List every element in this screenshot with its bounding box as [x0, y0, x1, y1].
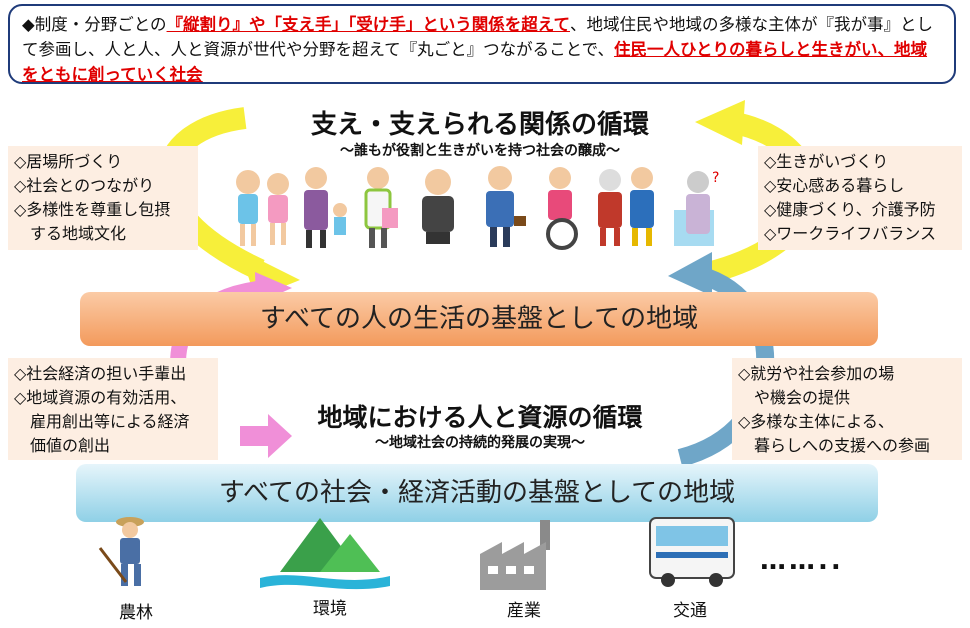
- lower-cycle-title: 地域における人と資源の循環: [317, 403, 643, 432]
- note-item: ◇ワークライフバランス: [764, 224, 936, 243]
- upper-cycle-subtitle: ～誰もが役割と生きがいを持つ社会の醸成～: [340, 143, 620, 159]
- svg-text:?: ?: [712, 170, 719, 186]
- intro-seg-1: 『縦割り』や「支え手」「受け手」という関係を超えて: [166, 15, 570, 34]
- right-top-notes: ◇生きがいづくり ◇安心感ある暮らし ◇健康づくり、介護予防 ◇ワークライフバラ…: [758, 146, 962, 250]
- note-item: ◇社会経済の担い手輩出: [14, 364, 187, 383]
- arrow-yellow-right-head: [695, 100, 745, 145]
- note-item: ◇地域資源の有効活用、: [14, 388, 187, 407]
- sector-icons: [98, 517, 735, 590]
- note-item: ◇就労や社会参加の場: [738, 364, 895, 383]
- child-girl-icon: [236, 170, 260, 246]
- mountain-icon: [260, 518, 390, 590]
- note-item: 雇用創出等による経済: [14, 412, 190, 431]
- note-item: する地域文化: [14, 224, 127, 243]
- child-girl-icon: [267, 173, 289, 245]
- economy-band: すべての社会・経済活動の基盤としての地域: [76, 464, 878, 522]
- caregiver-icon: [364, 167, 398, 248]
- intro-marker: ◆: [22, 15, 35, 34]
- left-bottom-notes: ◇社会経済の担い手輩出 ◇地域資源の有効活用、 雇用創出等による経済 価値の創出: [8, 358, 218, 460]
- sector-label-transport: 交通: [673, 601, 707, 621]
- note-item: ◇社会とのつながり: [14, 176, 155, 195]
- parent-child-icon: [304, 167, 347, 248]
- sector-label-industry: 産業: [507, 601, 541, 621]
- ellipsis: ……..: [760, 546, 844, 576]
- life-band: すべての人の生活の基盤としての地域: [80, 292, 878, 346]
- bus-icon: [649, 517, 735, 587]
- worried-man-icon: [422, 169, 454, 244]
- note-item: ◇多様な主体による、: [738, 412, 894, 431]
- sector-label-environment: 環境: [313, 599, 347, 619]
- intro-box: ◆制度・分野ごとの『縦割り』や「支え手」「受け手」という関係を超えて、地域住民や…: [8, 4, 956, 84]
- note-item: ◇生きがいづくり: [764, 152, 889, 171]
- farmer-icon: [98, 517, 144, 586]
- note-item: や機会の提供: [738, 388, 851, 407]
- left-top-notes: ◇居場所づくり ◇社会とのつながり ◇多様性を尊重し包摂 する地域文化: [8, 146, 198, 250]
- note-item: ◇安心感ある暮らし: [764, 176, 905, 195]
- factory-icon: [480, 520, 550, 590]
- businessman-icon: [486, 166, 526, 247]
- wheelchair-user-icon: [546, 167, 578, 250]
- people-illustration: ?: [236, 166, 719, 250]
- arrow-pink-lower: [240, 414, 292, 458]
- right-bottom-notes: ◇就労や社会参加の場 や機会の提供 ◇多様な主体による、 暮らしへの支援への参画: [732, 358, 962, 460]
- note-item: 価値の創出: [14, 436, 111, 455]
- upper-cycle-title: 支え・支えられる関係の循環: [310, 110, 649, 140]
- note-item: ◇多様性を尊重し包摂: [14, 200, 171, 219]
- arrow-blue-head: [668, 252, 712, 296]
- lower-cycle-subtitle: ～地域社会の持続的発展の実現～: [375, 435, 585, 451]
- sector-label-farming: 農林: [119, 603, 153, 623]
- note-item: ◇健康づくり、介護予防: [764, 200, 936, 219]
- note-item: ◇居場所づくり: [14, 152, 123, 171]
- note-item: 暮らしへの支援への参画: [738, 436, 931, 455]
- intro-seg-3: 住民一人ひとりの暮らしと生きがい、地域をともに創っていく社会: [22, 40, 928, 84]
- elderly-couple-icon: [598, 167, 654, 246]
- elderly-woman-icon: ?: [674, 170, 719, 246]
- intro-seg-0: 制度・分野ごとの: [34, 15, 167, 34]
- intro-seg-2: 、地域住民や地域の多様な主体が『我が事』として参画し、人と人、人と資源が世代や分…: [22, 15, 933, 59]
